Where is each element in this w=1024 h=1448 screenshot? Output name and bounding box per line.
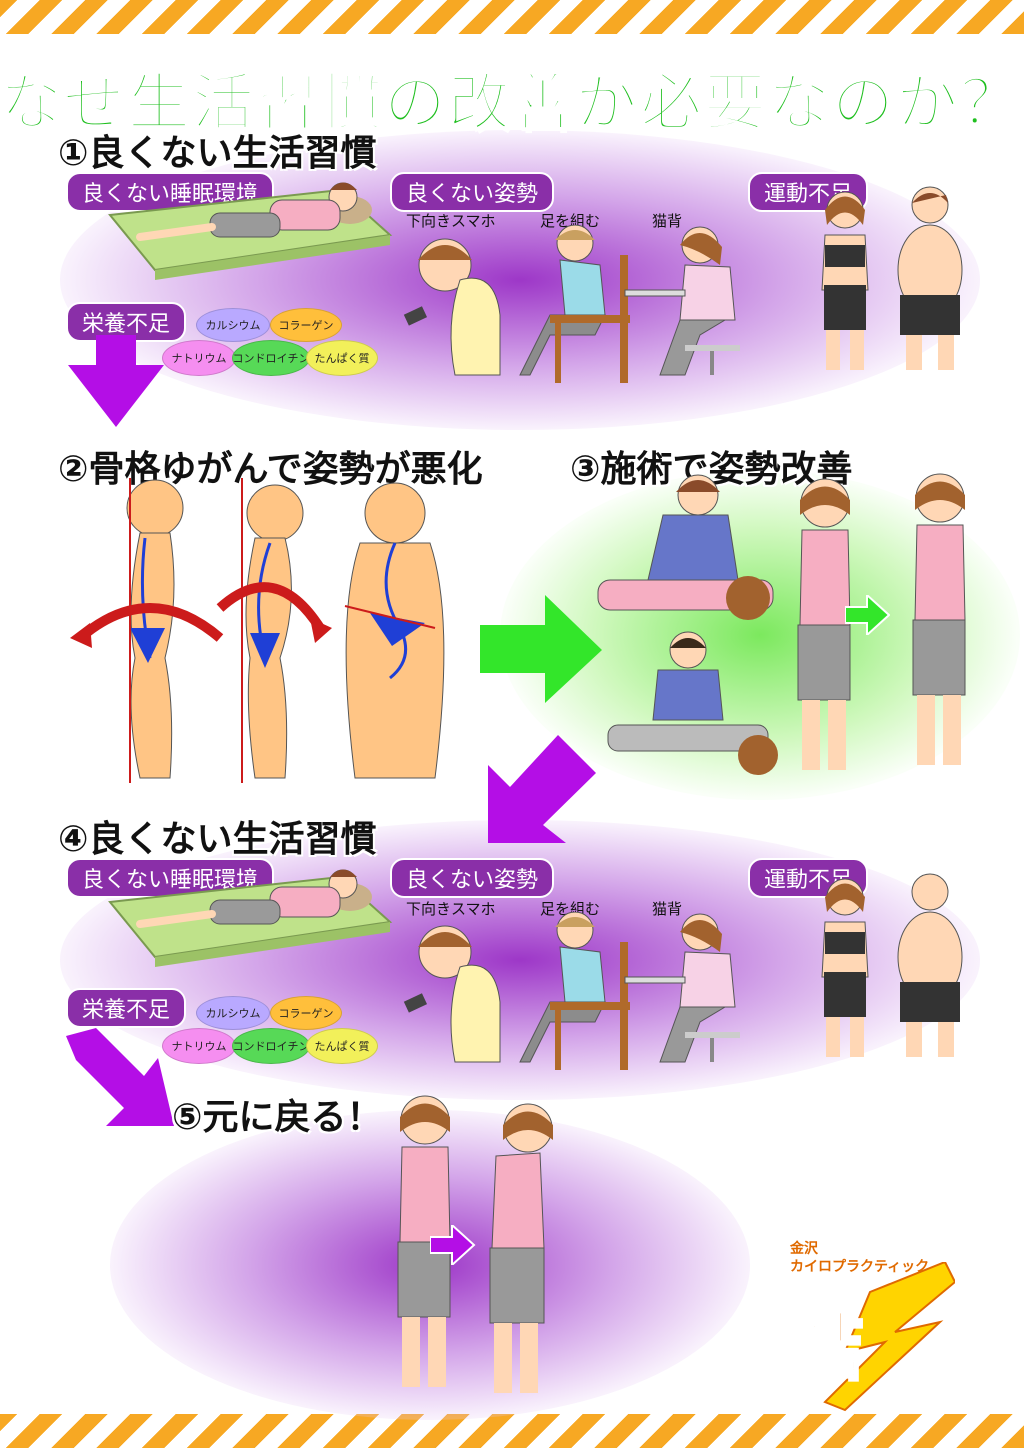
section5-heading: ⑤元に戻る！ <box>172 1097 383 1138</box>
bad-posture-illustration-2 <box>403 912 740 1070</box>
right-arrow-purple-small <box>430 1225 476 1265</box>
nutrient-calcium: カルシウム <box>196 308 270 342</box>
treatment-illustration <box>597 474 778 775</box>
nutrient-collagen: コラーゲン <box>270 308 342 342</box>
right-arrow-green-small <box>845 595 890 635</box>
sleep-label: 良くない睡眠環境 <box>66 172 275 212</box>
lack-of-exercise-illustration <box>821 186 963 370</box>
posture-label: 良くない姿勢 <box>390 172 555 212</box>
nutrient-sodium-2: ナトリウム <box>162 1028 236 1064</box>
posture-before-figure-section3 <box>797 478 851 770</box>
top-stripe-border <box>0 0 1024 34</box>
spine-distortion-illustration <box>70 478 445 783</box>
logo-city: 金沢 <box>790 1241 818 1257</box>
nutrient-protein-2: たんぱく質 <box>306 1028 378 1064</box>
posture-item-crossed-legs: 足を組む <box>540 212 601 230</box>
posture-item-slouch: 猫背 <box>652 212 683 230</box>
nutrient-collagen-2: コラーゲン <box>270 996 342 1030</box>
down-right-arrow-purple <box>66 1028 174 1126</box>
posture-item-phone: 下向きスマホ <box>406 212 496 230</box>
posture-label-2: 良くない姿勢 <box>390 858 555 898</box>
nutrient-sodium: ナトリウム <box>162 340 236 376</box>
down-arrow-purple-1 <box>68 335 164 427</box>
section1-heading: ①良くない生活習慣 <box>58 133 377 174</box>
posture-item-phone-2: 下向きスマホ <box>406 900 496 918</box>
posture-after-figure-section3 <box>912 473 966 765</box>
nutrient-protein: たんぱく質 <box>306 340 378 376</box>
page-title: なぜ生活習慣の改善が必要なのか？ <box>0 65 1024 140</box>
bottom-stripe-border <box>0 1414 1024 1448</box>
down-left-arrow-purple <box>488 735 596 843</box>
section2-heading: ②骨格ゆがんで姿勢が悪化 <box>58 449 483 490</box>
nutrition-label-2: 栄養不足 <box>66 988 187 1028</box>
bad-posture-illustration <box>403 225 740 383</box>
posture-item-slouch-2: 猫背 <box>652 900 683 918</box>
sleeping-person-illustration-2 <box>108 869 393 967</box>
nutrient-chondroitin: コンドロイチン <box>232 340 310 376</box>
posture-worsened-figure-section5 <box>489 1103 553 1393</box>
section4-heading: ④良くない生活習慣 <box>58 819 377 860</box>
lack-of-exercise-illustration-2 <box>821 873 963 1057</box>
nutrient-calcium-2: カルシウム <box>196 996 270 1030</box>
sleeping-person-illustration <box>108 182 393 280</box>
logo-mark <box>823 1262 955 1412</box>
logo-kanji: 結 <box>789 1304 866 1393</box>
posture-improved-figure-section5 <box>397 1095 451 1387</box>
nutrient-chondroitin-2: コンドロイチン <box>232 1028 310 1064</box>
posture-item-crossed-legs-2: 足を組む <box>540 900 601 918</box>
right-arrow-green-large <box>480 595 602 703</box>
sleep-label-2: 良くない睡眠環境 <box>66 858 275 898</box>
logo-clinic-name: カイロプラクティック <box>790 1259 930 1275</box>
